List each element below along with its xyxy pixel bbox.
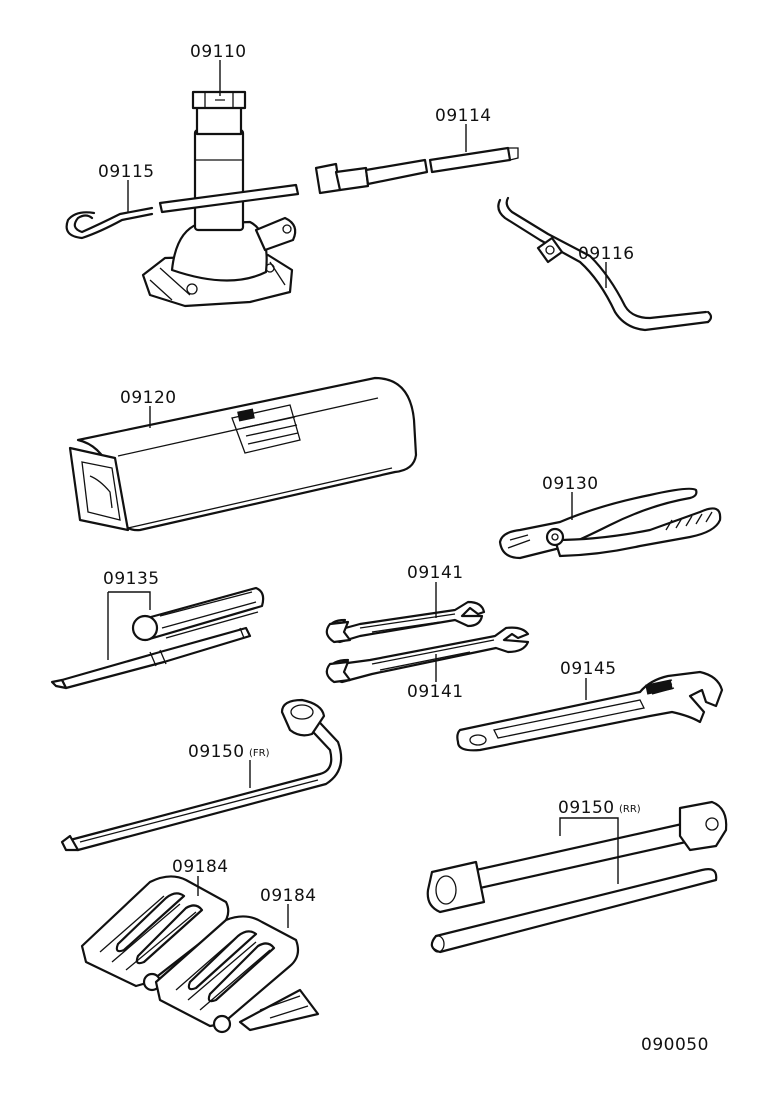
wrench-lower: [325, 626, 530, 684]
label-handle-bar: 09114: [435, 106, 492, 126]
label-adjustable-wrench: 09145: [560, 659, 617, 679]
label-screwdriver: 09135: [103, 569, 160, 589]
label-chock-left: 09184: [172, 857, 229, 877]
label-lug-wrench-front-suffix: (FR): [249, 748, 270, 759]
crank: [497, 196, 713, 332]
lug-wrench-front: [60, 698, 343, 852]
label-crank: 09116: [578, 244, 635, 264]
label-lug-wrench-rear: 09150: [558, 798, 615, 818]
pliers: [498, 487, 722, 560]
screwdriver: [50, 586, 265, 690]
tool-bag: [68, 376, 418, 532]
figure-id: 090050: [641, 1035, 709, 1055]
label-chock-right: 09184: [260, 886, 317, 906]
label-wrench-lower: 09141: [407, 682, 464, 702]
label-tool-bag: 09120: [120, 388, 177, 408]
adjustable-wrench: [456, 670, 724, 752]
wheel-chock-right: [154, 915, 320, 1034]
jack: [141, 90, 297, 308]
label-pliers: 09130: [542, 474, 599, 494]
label-hook: 09115: [98, 162, 155, 182]
label-wrench-upper: 09141: [407, 563, 464, 583]
hook: [65, 206, 154, 240]
label-lug-wrench-rear-suffix: (RR): [619, 804, 641, 815]
wrench-upper: [325, 600, 486, 644]
lug-wrench-rear: [426, 800, 728, 954]
handle-bar: [158, 146, 519, 214]
label-jack: 09110: [190, 42, 247, 62]
tool-bag-logo: [231, 404, 301, 454]
leader-lines: [107, 60, 619, 928]
part-labels: 09110 09114 09115 09116 09120 09130 0913…: [98, 42, 641, 906]
label-lug-wrench-front: 09150: [188, 742, 245, 762]
